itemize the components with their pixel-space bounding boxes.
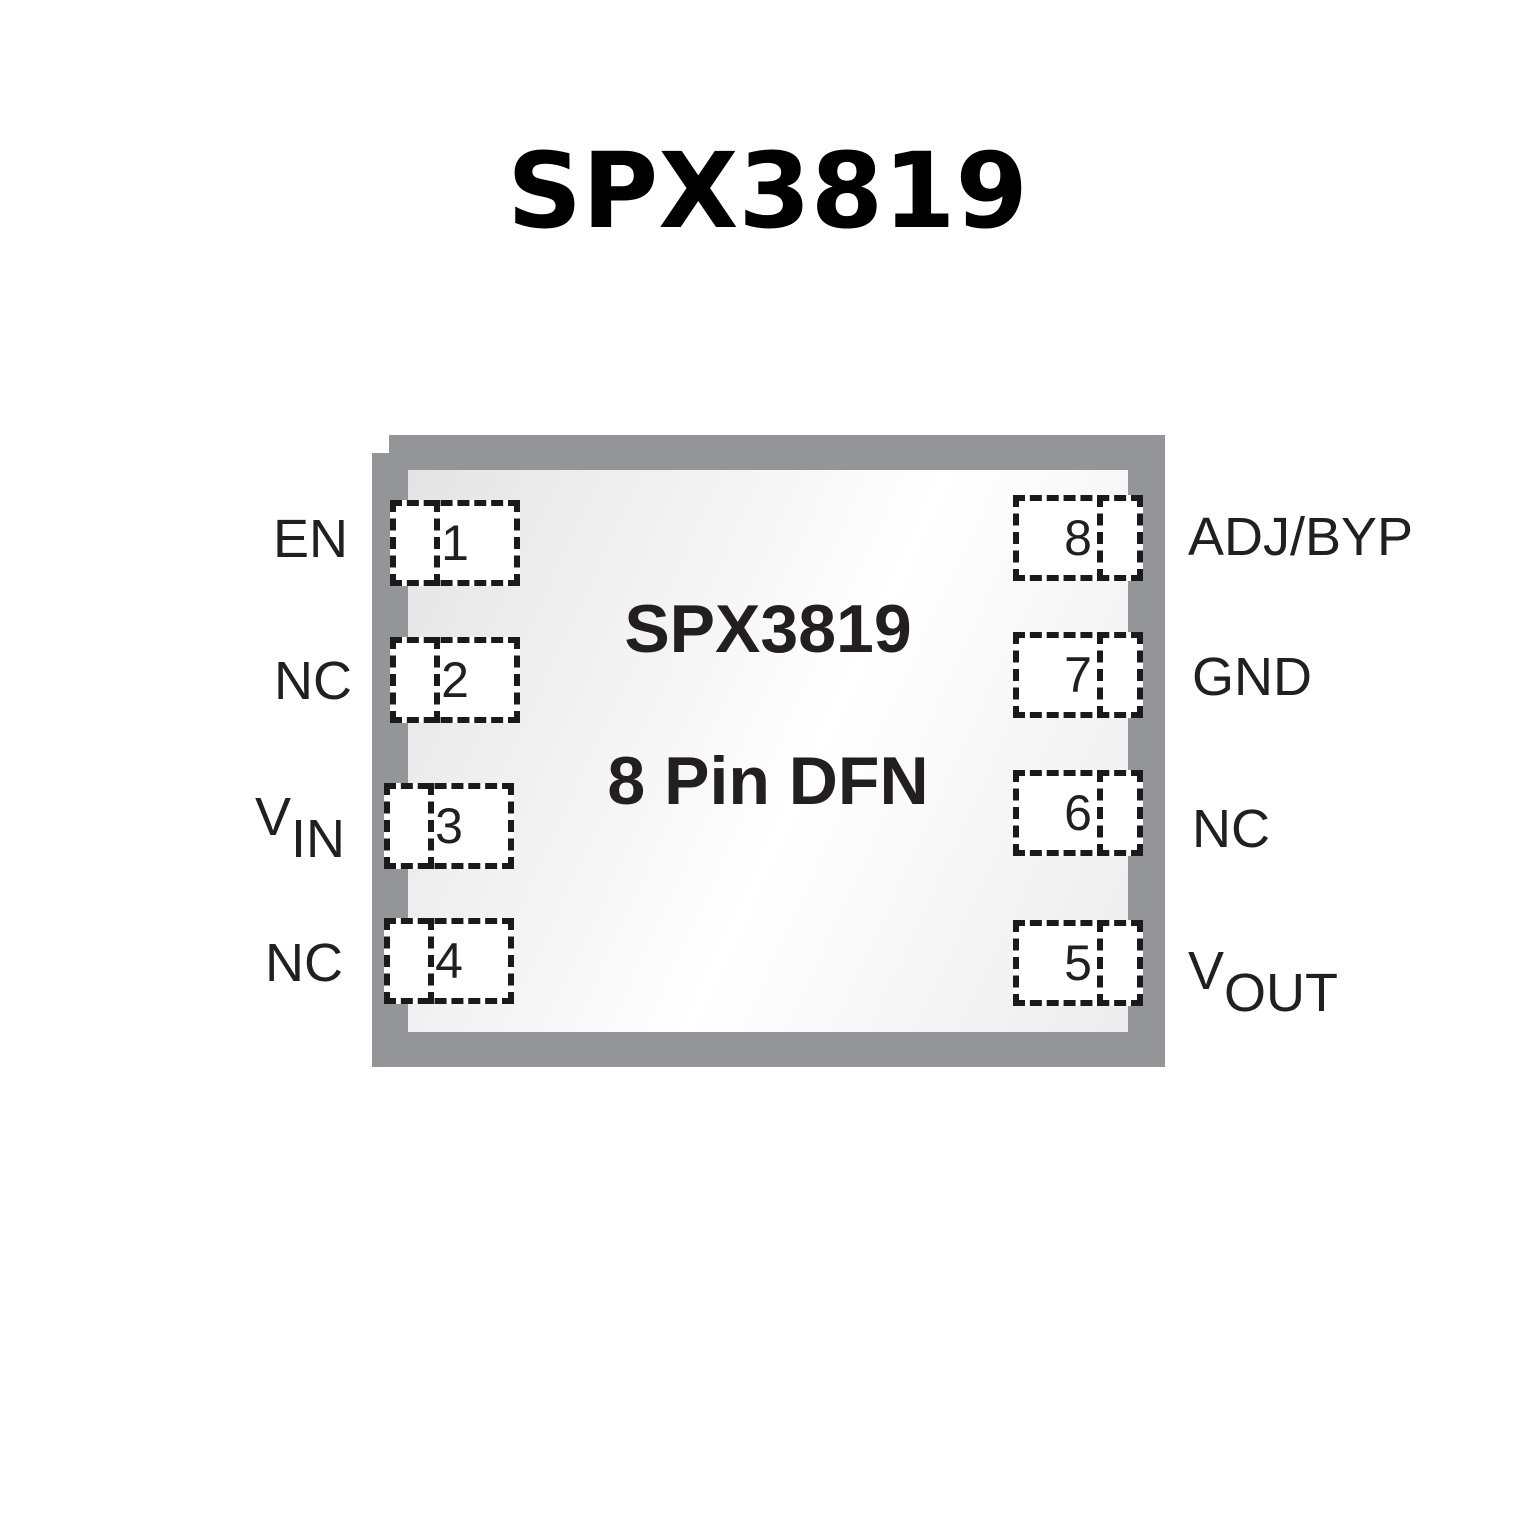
chip-part-number: SPX3819: [624, 591, 912, 667]
package-body: [408, 470, 1128, 1032]
pin-pad-3: 3: [384, 783, 514, 869]
pin-label-adj-byp: ADJ/BYP: [1188, 507, 1414, 567]
pin-pad-6: 6: [1013, 770, 1143, 856]
pin-pad-5: 5: [1013, 920, 1143, 1006]
pin-pad-8: 8: [1013, 495, 1143, 581]
pin-number: 4: [435, 933, 463, 989]
pin-number: 7: [1064, 647, 1092, 703]
pin-label-nc-6: NC: [1192, 799, 1270, 859]
pin1-notch: [372, 435, 389, 453]
pin-number: 6: [1064, 785, 1092, 841]
chip-package-name: 8 Pin DFN: [607, 743, 929, 819]
pin-pad-4: 4: [384, 918, 514, 1004]
pin-pad-7: 7: [1013, 632, 1143, 718]
label-subscript: IN: [291, 809, 345, 869]
label-main: V: [254, 787, 291, 847]
pin-label-gnd: GND: [1192, 647, 1312, 707]
label-subscript: OUT: [1224, 963, 1339, 1023]
pin-pad-1: 1: [390, 500, 520, 586]
pin-label-vin: VIN: [255, 786, 345, 870]
pin-number: 8: [1064, 510, 1092, 566]
pin-label-nc-4: NC: [265, 933, 343, 993]
diagram-title: SPX3819: [507, 130, 1028, 252]
pin-label-en: EN: [272, 509, 348, 569]
pin-label-vout: VOUT: [1188, 940, 1338, 1024]
pin-number: 3: [435, 798, 463, 854]
pin-number: 1: [441, 515, 469, 571]
pin-label-nc-2: NC: [274, 651, 352, 711]
pin-number: 5: [1064, 935, 1092, 991]
pin-number: 2: [441, 652, 469, 708]
label-main: V: [1188, 941, 1225, 1001]
pin-pad-2: 2: [390, 637, 520, 723]
